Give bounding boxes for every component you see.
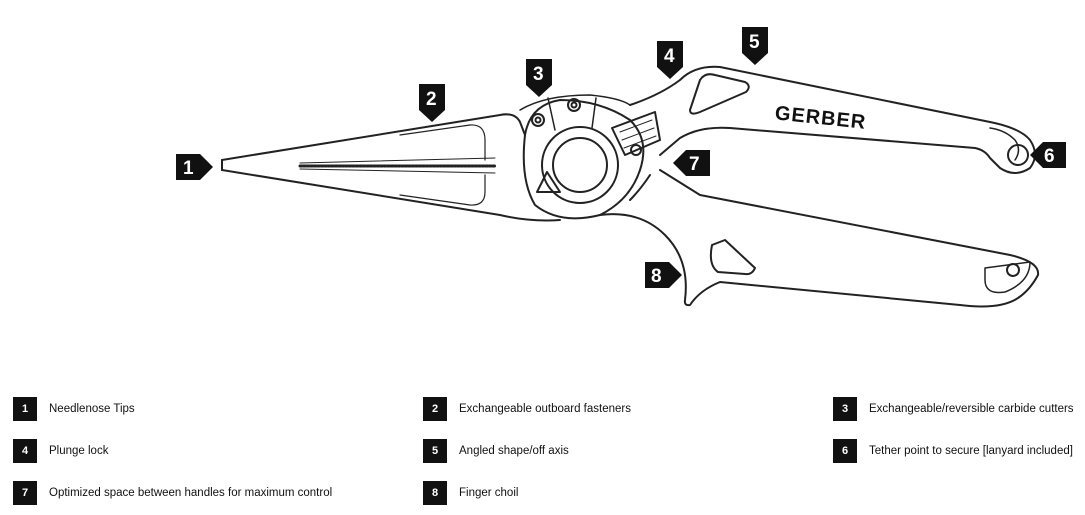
- legend-label: Optimized space between handles for maxi…: [49, 487, 333, 499]
- legend-number: 6: [833, 439, 857, 463]
- legend-number: 1: [13, 397, 37, 421]
- fastener-1: [531, 113, 545, 127]
- legend: 1 Needlenose Tips 2 Exchangeable outboar…: [0, 388, 1085, 515]
- legend-item-2: 2 Exchangeable outboard fasteners: [423, 396, 631, 422]
- plunge-lock: [611, 111, 661, 156]
- lower-jaw: [221, 169, 561, 222]
- callout-2: 2: [419, 84, 445, 122]
- fastener-2: [567, 98, 581, 112]
- legend-number: 8: [423, 481, 447, 505]
- pivot-inner-ring: [541, 126, 619, 204]
- brand-logo: GERBER: [774, 102, 867, 133]
- legend-item-8: 8 Finger choil: [423, 480, 518, 506]
- pivot-center: [552, 137, 608, 193]
- legend-item-1: 1 Needlenose Tips: [13, 396, 135, 422]
- legend-label: Exchangeable/reversible carbide cutters: [869, 403, 1074, 415]
- svg-text:4: 4: [664, 46, 675, 67]
- callout-1: 1: [176, 154, 213, 180]
- legend-label: Tether point to secure [lanyard included…: [869, 445, 1073, 457]
- svg-text:1: 1: [183, 158, 194, 179]
- svg-text:7: 7: [689, 154, 700, 175]
- svg-text:5: 5: [749, 32, 760, 53]
- tether-point: [1007, 144, 1029, 166]
- callout-5: 5: [742, 27, 768, 65]
- legend-item-6: 6 Tether point to secure [lanyard includ…: [833, 438, 1073, 464]
- svg-text:6: 6: [1044, 146, 1055, 167]
- legend-label: Angled shape/off axis: [459, 445, 569, 457]
- legend-label: Exchangeable outboard fasteners: [459, 403, 631, 415]
- callout-8: 8: [645, 262, 682, 288]
- pivot-housing: [522, 99, 645, 220]
- svg-text:2: 2: [426, 89, 437, 110]
- legend-item-4: 4 Plunge lock: [13, 438, 108, 464]
- legend-item-3: 3 Exchangeable/reversible carbide cutter…: [833, 396, 1074, 422]
- svg-text:8: 8: [651, 266, 662, 287]
- legend-number: 3: [833, 397, 857, 421]
- legend-label: Finger choil: [459, 487, 519, 499]
- svg-text:3: 3: [533, 64, 544, 85]
- callout-4: 4: [657, 41, 683, 79]
- callout-7: 7: [673, 150, 710, 176]
- legend-number: 2: [423, 397, 447, 421]
- legend-number: 7: [13, 481, 37, 505]
- legend-number: 5: [423, 439, 447, 463]
- callout-6: 6: [1030, 142, 1066, 168]
- legend-number: 4: [13, 439, 37, 463]
- legend-label: Needlenose Tips: [49, 403, 135, 415]
- legend-item-5: 5 Angled shape/off axis: [423, 438, 569, 464]
- pliers-diagram: GERBER 1 2 3 4 5 6 7 8: [176, 27, 1066, 308]
- upper-jaw: [221, 113, 526, 161]
- legend-label: Plunge lock: [49, 445, 109, 457]
- lower-handle: [599, 169, 1040, 308]
- legend-item-7: 7 Optimized space between handles for ma…: [13, 480, 332, 506]
- callout-3: 3: [526, 59, 552, 97]
